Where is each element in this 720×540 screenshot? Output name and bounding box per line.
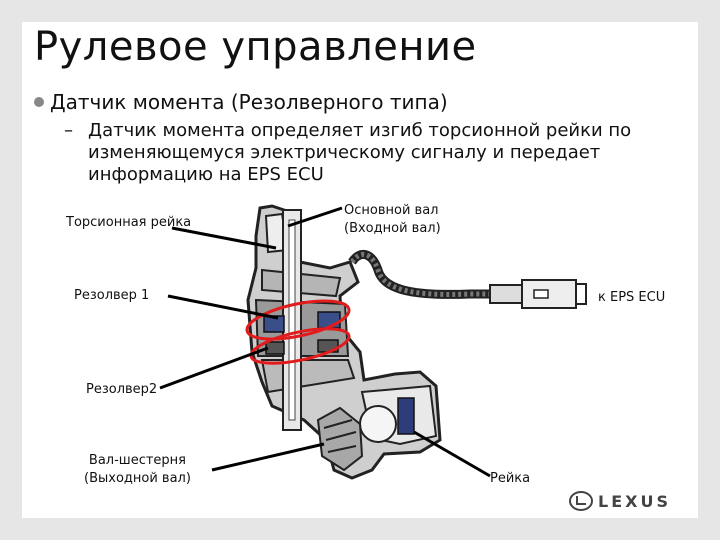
label-pinion-shaft: Вал-шестерня (Выходной вал) bbox=[84, 452, 191, 488]
label-pinion-line2: (Выходной вал) bbox=[84, 470, 191, 488]
label-to-eps-ecu: к EPS ECU bbox=[598, 289, 665, 307]
leader-rack bbox=[414, 432, 490, 476]
label-main-shaft-line2: (Входной вал) bbox=[344, 220, 441, 238]
label-resolver1: Резолвер 1 bbox=[74, 287, 149, 305]
lexus-logo-icon: LEXUS bbox=[568, 488, 686, 514]
lexus-logo-text: LEXUS bbox=[598, 492, 671, 511]
label-torsion-bar: Торсионная рейка bbox=[66, 214, 191, 232]
sensor-cable bbox=[352, 254, 490, 294]
label-main-shaft: Основной вал (Входной вал) bbox=[344, 202, 441, 238]
label-resolver2: Резолвер2 bbox=[86, 381, 157, 399]
leader-resolver2 bbox=[160, 348, 268, 388]
label-main-shaft-line1: Основной вал bbox=[344, 202, 441, 220]
lexus-logo: LEXUS bbox=[568, 488, 686, 518]
ecu-connector bbox=[490, 280, 586, 308]
label-pinion-line1: Вал-шестерня bbox=[84, 452, 191, 470]
label-rack: Рейка bbox=[490, 470, 530, 488]
leader-pinion bbox=[212, 444, 324, 470]
